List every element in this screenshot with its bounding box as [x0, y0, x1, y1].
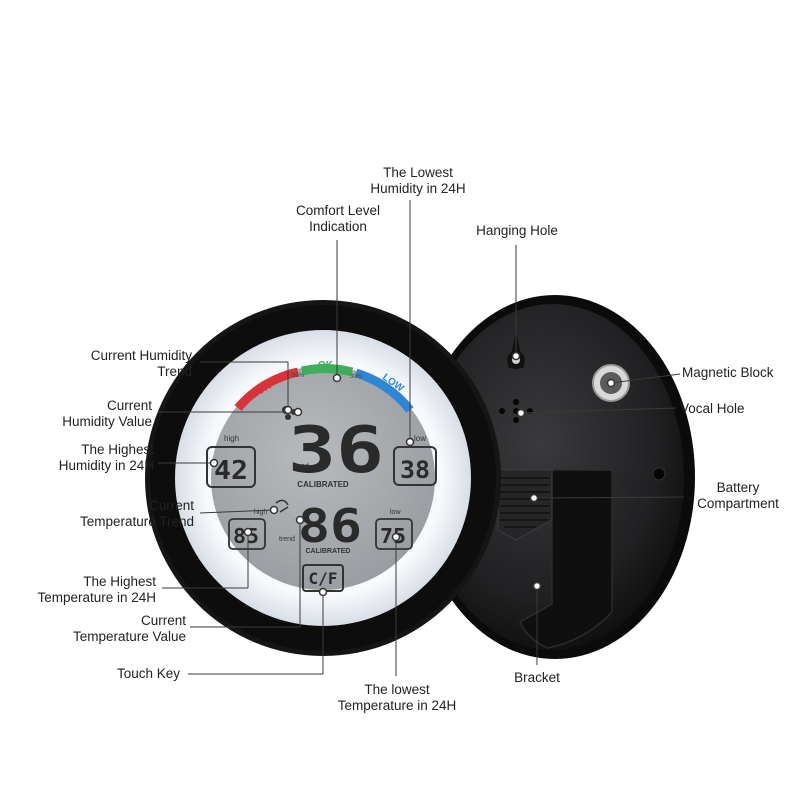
callout-line-1: Magnetic Block — [682, 365, 774, 380]
callout-line-1: Vocal Hole — [680, 401, 745, 416]
callout-dots — [209, 351, 616, 597]
callout-lowest-temperature: The lowest Temperature in 24H — [322, 682, 472, 714]
callout-line-1: Current — [140, 613, 186, 628]
callout-comfort-level: Comfort Level Indication — [283, 203, 393, 235]
callout-line-2: Indication — [309, 219, 367, 234]
calibrated-top: CALIBRATED — [297, 480, 349, 489]
callout-current-temperature-trend: Current Temperature Trend — [6, 498, 194, 530]
callout-line-2: Humidity Value — [62, 414, 152, 429]
callout-line-1: The lowest — [364, 682, 430, 697]
temp-trend-word: trend — [279, 536, 295, 543]
callout-current-temperature-value: Current Temperature Value — [40, 613, 186, 645]
callout-line-1: The Highest — [81, 442, 154, 457]
callout-current-humidity-trend: Current Humidity Trend — [40, 348, 192, 380]
gauge-pct-left: 55% — [292, 373, 305, 379]
callout-touch-key: Touch Key — [80, 666, 180, 682]
callout-line-2: Temperature Trend — [79, 514, 194, 529]
bracket-stand — [519, 469, 613, 649]
humidity-low-value: 38 — [400, 456, 430, 484]
humidity-low-label: low — [414, 434, 426, 443]
callout-highest-temperature: The Highest Temperature in 24H — [20, 574, 156, 606]
calibrated-bottom: CALIBRATED — [306, 548, 351, 555]
humidity-value: 36 — [288, 414, 384, 488]
gauge-pct-right: 30% — [350, 374, 363, 380]
callout-line-1: Battery — [716, 480, 760, 495]
temp-high-value: 85 — [233, 524, 259, 548]
callout-line-1: Touch Key — [116, 666, 180, 681]
callout-line-1: Hanging Hole — [476, 223, 558, 238]
temperature-trend-icon — [275, 499, 289, 513]
callout-current-humidity-value: Current Humidity Value — [30, 398, 152, 430]
callout-line-2: Temperature Value — [72, 629, 186, 644]
device-back — [415, 295, 695, 659]
battery-compartment-icon — [497, 469, 553, 541]
temp-high-box — [228, 518, 266, 550]
callout-lines — [158, 200, 685, 676]
humidity-high-value: 42 — [214, 456, 248, 486]
humidity-high-label: high — [224, 434, 239, 443]
callout-line-1: Comfort Level — [295, 203, 381, 218]
gauge-ok-label: OK — [318, 360, 334, 371]
callout-battery-compartment: Battery Compartment — [682, 480, 794, 512]
callout-line-2: Trend — [157, 364, 192, 379]
callout-line-1: The Lowest — [383, 165, 453, 180]
callout-highest-humidity: The Highest Humidity in 24H — [14, 442, 154, 474]
callout-line-2: Humidity in 24H — [58, 458, 154, 473]
vocal-hole-icon — [499, 399, 533, 423]
humidity-low-box — [393, 446, 437, 486]
callout-line-2: Compartment — [697, 496, 779, 511]
callout-lowest-humidity: The Lowest Humidity in 24H — [358, 165, 478, 197]
device-front: HIGH OK LOW 55% 30% 36 trend CALIBRATED … — [145, 300, 501, 656]
temperature-value: 86 — [298, 499, 362, 553]
touch-key-label: C/F — [309, 569, 338, 588]
humidity-trend-word: trend — [293, 463, 309, 470]
lcd-screen — [211, 366, 435, 590]
comfort-level-gauge — [234, 364, 414, 413]
callout-magnetic-block: Magnetic Block — [682, 365, 797, 381]
temp-low-label: low — [390, 509, 401, 516]
callout-line-2: Temperature in 24H — [37, 590, 156, 605]
temp-high-label: high — [254, 509, 267, 516]
callout-bracket: Bracket — [497, 670, 577, 686]
callout-hanging-hole: Hanging Hole — [462, 223, 572, 239]
callout-line-1: Current — [106, 398, 152, 413]
callout-line-1: Current — [148, 498, 194, 513]
callout-line-1: Current Humidity — [90, 348, 192, 363]
callout-line-1: Bracket — [514, 670, 560, 685]
humidity-high-box — [206, 446, 256, 488]
callout-line-2: Humidity in 24H — [370, 181, 466, 196]
temp-low-box — [375, 518, 413, 550]
callout-line-2: Temperature in 24H — [337, 698, 457, 713]
callout-vocal-hole: Vocal Hole — [680, 401, 780, 417]
callout-line-1: The Highest — [83, 574, 156, 589]
